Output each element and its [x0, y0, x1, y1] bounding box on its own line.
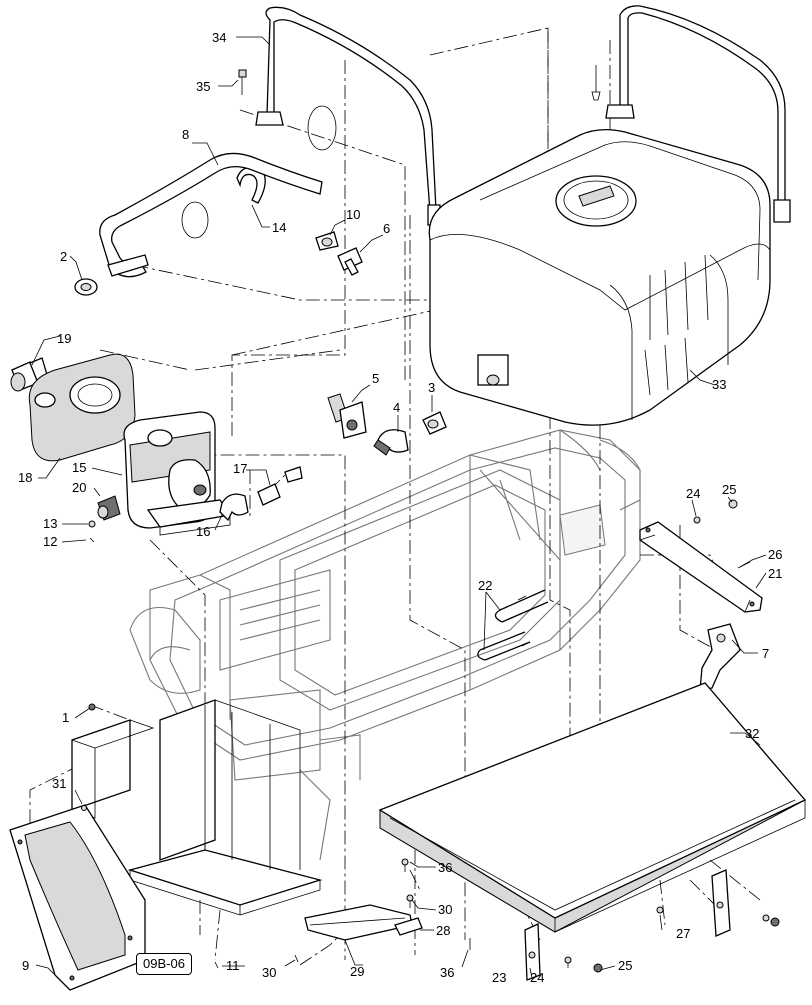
callout-6: 6 [383, 221, 390, 236]
callout-labels: 34 35 8 14 10 6 2 19 5 4 3 33 18 15 17 2… [18, 30, 782, 985]
callout-27: 27 [676, 926, 690, 941]
callout-9: 9 [22, 958, 29, 973]
part-roll-bar-left [255, 6, 441, 226]
callout-10: 10 [346, 207, 360, 222]
part-roll-bar-right [591, 5, 791, 223]
callout-15: 15 [72, 460, 86, 475]
callout-17: 17 [233, 461, 247, 476]
part-bracket-23 [524, 923, 541, 981]
callout-8: 8 [182, 127, 189, 142]
reference-box[interactable]: 09B-06 [136, 953, 192, 975]
part-bracket-27 [711, 869, 731, 937]
callout-14: 14 [272, 220, 286, 235]
part-nipple-17 [257, 466, 303, 506]
part-ring-2 [74, 278, 98, 296]
callout-23: 23 [492, 970, 506, 985]
part-nut-25 [728, 499, 738, 509]
callout-29: 29 [350, 964, 364, 979]
part-bolts-30-36 [294, 858, 471, 963]
callout-4: 4 [393, 400, 400, 415]
callout-33: 33 [712, 377, 726, 392]
callout-19: 19 [57, 331, 71, 346]
part-filter-18 [28, 353, 136, 462]
part-fitting-10 [315, 231, 339, 251]
part-clip-28 [394, 917, 423, 936]
callout-leaders [31, 36, 767, 979]
part-hardware-left [81, 703, 219, 969]
part-washer-24 [693, 516, 701, 524]
callout-21: 21 [768, 566, 782, 581]
callout-30-bottom: 30 [262, 965, 276, 980]
callout-32: 32 [745, 726, 759, 741]
part-fitting-3 [422, 411, 447, 435]
callout-25-top: 25 [722, 482, 736, 497]
part-bolt-12 [89, 537, 95, 543]
part-bracket-29 [304, 904, 413, 941]
part-box-bracket [71, 699, 323, 916]
callout-22: 22 [478, 578, 492, 593]
callout-31: 31 [52, 776, 66, 791]
callout-28: 28 [436, 923, 450, 938]
callout-5: 5 [372, 371, 379, 386]
part-pump-15 [123, 411, 232, 536]
callout-24-bottom: 24 [530, 970, 544, 985]
callout-30-top: 30 [438, 902, 452, 917]
part-fitting-6 [337, 247, 363, 276]
part-nut-13 [88, 520, 96, 528]
callout-1: 1 [62, 710, 69, 725]
part-guard-9 [9, 804, 146, 991]
callout-3: 3 [428, 380, 435, 395]
callout-16: 16 [196, 524, 210, 539]
part-hinge-bracket-7 [699, 623, 741, 691]
callout-20: 20 [72, 480, 86, 495]
part-hose-8 [99, 152, 323, 278]
part-bracket-21 [639, 521, 763, 613]
callout-11: 11 [226, 958, 240, 973]
part-u-bolts-22 [477, 589, 549, 661]
callout-7: 7 [762, 646, 769, 661]
part-bolt-35 [238, 69, 247, 95]
part-elbow-4 [373, 429, 409, 456]
callout-18: 18 [18, 470, 32, 485]
vehicle-frame [129, 429, 641, 861]
callout-25-bottom: 25 [618, 958, 632, 973]
part-fitting-20 [97, 495, 121, 521]
part-elbow-16 [219, 493, 249, 522]
part-tank-33 [428, 128, 771, 426]
part-valve-5 [327, 393, 367, 439]
callout-26: 26 [768, 547, 782, 562]
part-hardware-bottom [564, 906, 780, 973]
callout-24-top: 24 [686, 486, 700, 501]
callout-13: 13 [43, 516, 57, 531]
callout-35: 35 [196, 79, 210, 94]
callout-36-bottom: 36 [440, 965, 454, 980]
callout-2: 2 [60, 249, 67, 264]
callout-36-top: 36 [438, 860, 452, 875]
part-bed-cover-32 [378, 682, 807, 933]
callout-34: 34 [212, 30, 226, 45]
callout-12: 12 [43, 534, 57, 549]
